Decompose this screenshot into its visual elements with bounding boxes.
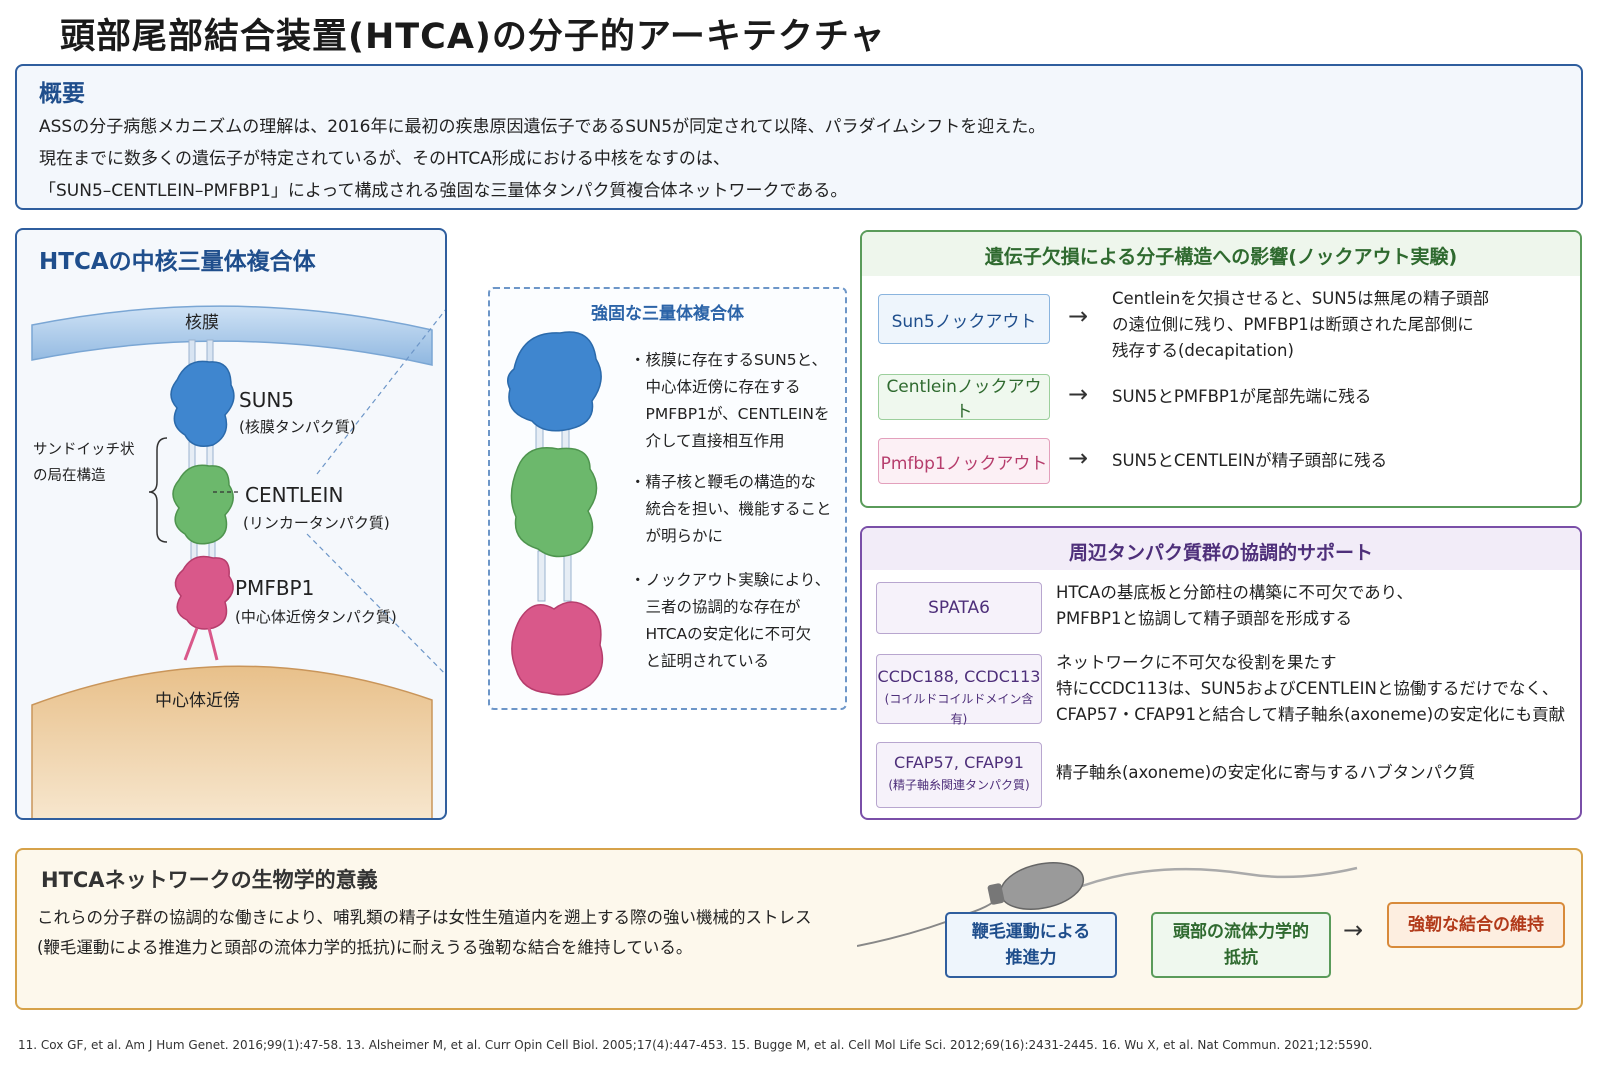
bio-heading: HTCAネットワークの生物学的意義	[41, 868, 378, 892]
bio-line-2: (鞭毛運動による推進力と頭部の流体力学的抵抗)に耐えうる強靭な結合を維持している…	[37, 938, 693, 957]
pmfbp1-knockout-tag: Pmfbp1ノックアウト	[878, 438, 1050, 484]
overview-line-2: 現在までに数多くの遺伝子が特定されているが、そのHTCA形成における中核をなすの…	[39, 149, 730, 169]
sun5-label: SUN5	[239, 388, 295, 412]
knockout-heading: 遺伝子欠損による分子構造への影響(ノックアウト実験)	[984, 246, 1458, 268]
pmfbp1-label: PMFBP1	[235, 576, 315, 600]
core-heading: HTCAの中核三量体複合体	[39, 249, 316, 275]
sun5-protein-shape	[170, 360, 235, 447]
bio-line-1: これらの分子群の協調的な働きにより、哺乳類の精子は女性生殖道内を遡上する際の強い…	[37, 908, 812, 927]
overview-line-1: ASSの分子病態メカニズムの理解は、2016年に最初の疾患原因遺伝子であるSUN…	[39, 117, 1046, 137]
sun5-knockout-desc: Centleinを欠損させると、SUN5は無尾の精子頭部の遠位側に残り、PMFB…	[1112, 289, 1490, 360]
biological-significance-panel: HTCAネットワークの生物学的意義 これらの分子群の協調的な働きにより、哺乳類の…	[15, 848, 1583, 1010]
arrow-icon: →	[1068, 444, 1089, 472]
overview-panel: 概要 ASSの分子病態メカニズムの理解は、2016年に最初の疾患原因遺伝子である…	[15, 64, 1583, 210]
flagellar-propulsion-tag: 鞭毛運動による推進力	[945, 912, 1117, 978]
pmfbp1-knockout-desc: SUN5とCENTLEINが精子頭部に残る	[1112, 451, 1388, 470]
sperm-icon	[857, 862, 1358, 947]
references: 11. Cox GF, et al. Am J Hum Genet. 2016;…	[18, 1038, 1373, 1052]
spata6-tag: SPATA6	[876, 582, 1042, 634]
complex-detail-panel: 強固な三量体複合体 ・核膜に存在するSUN5と、 中心体近傍に存在する PMFB…	[488, 287, 847, 710]
support-heading: 周辺タンパク質群の協調的サポート	[1068, 542, 1373, 564]
core-complex-panel: HTCAの中核三量体複合体 核膜 SUN5 (核膜タンパク質) サンドイッチ状 …	[15, 228, 447, 820]
strong-attachment-tag: 強靭な結合の維持	[1387, 902, 1565, 948]
sun5-desc: (核膜タンパク質)	[239, 418, 356, 436]
overview-line-3: 「SUN5–CENTLEIN–PMFBP1」によって構成される強固な三量体タンパ…	[39, 181, 848, 201]
cfap57-cfap91-tag: CFAP57, CFAP91 (精子軸糸関連タンパク質)	[876, 742, 1042, 808]
complex-bullet-3: ・ノックアウト実験により、 三者の協調的な存在が HTCAの安定化に不可欠 と証…	[630, 571, 831, 670]
sandwich-label-2: の局在構造	[33, 468, 106, 484]
nuclear-membrane-label: 核膜	[185, 313, 219, 333]
sandwich-label-1: サンドイッチ状	[33, 442, 135, 458]
centlein-protein-shape	[172, 464, 234, 545]
hydrodynamic-resistance-tag: 頭部の流体力学的抵抗	[1151, 912, 1331, 978]
pmfbp1-desc: (中心体近傍タンパク質)	[235, 608, 397, 626]
overview-heading: 概要	[39, 81, 85, 107]
arrow-icon: →	[1068, 302, 1089, 330]
ccdc188-ccdc113-desc: ネットワークに不可欠な役割を果たす特にCCDC113は、SUN5およびCENTL…	[1056, 653, 1566, 724]
spata6-desc: HTCAの基底板と分節柱の構築に不可欠であり、PMFBP1と協調して精子頭部を形…	[1056, 583, 1414, 628]
page-title: 頭部尾部結合装置(HTCA)の分子的アーキテクチャ	[60, 17, 886, 57]
complex-heading: 強固な三量体複合体	[591, 304, 744, 324]
pmfbp1-protein-shape	[174, 555, 234, 630]
centlein-label: CENTLEIN	[245, 483, 344, 507]
centlein-knockout-tag: Centleinノックアウト	[878, 374, 1050, 422]
cfap57-cfap91-desc: 精子軸糸(axoneme)の安定化に寄与するハブタンパク質	[1056, 763, 1476, 782]
ccdc188-ccdc113-tag: CCDC188, CCDC113 (コイルドコイルドメイン含有)	[876, 654, 1042, 726]
arrow-icon: →	[1343, 916, 1364, 944]
pmfbp1-zoom-shape	[511, 601, 604, 696]
complex-zoom-illustration	[507, 331, 604, 696]
core-complex-illustration	[31, 305, 445, 818]
arrow-icon: →	[1068, 380, 1089, 408]
knockout-panel: 遺伝子欠損による分子構造への影響(ノックアウト実験) Sun5ノックアウト → …	[860, 230, 1582, 508]
nuclear-membrane-arc	[31, 305, 433, 366]
centriole-label: 中心体近傍	[155, 691, 240, 711]
centriole-arc	[31, 665, 433, 818]
centlein-knockout-desc: SUN5とPMFBP1が尾部先端に残る	[1112, 387, 1372, 406]
centlein-desc: (リンカータンパク質)	[243, 514, 390, 532]
complex-bullet-1: ・核膜に存在するSUN5と、 中心体近傍に存在する PMFBP1が、CENTLE…	[630, 351, 830, 450]
sun5-zoom-shape	[507, 331, 602, 432]
complex-bullet-2: ・精子核と鞭毛の構造的な 統合を担い、機能すること が明らかに	[630, 473, 832, 545]
sun5-knockout-tag: Sun5ノックアウト	[878, 294, 1050, 344]
support-proteins-panel: 周辺タンパク質群の協調的サポート SPATA6 HTCAの基底板と分節柱の構築に…	[860, 526, 1582, 820]
centlein-zoom-shape	[510, 447, 598, 558]
